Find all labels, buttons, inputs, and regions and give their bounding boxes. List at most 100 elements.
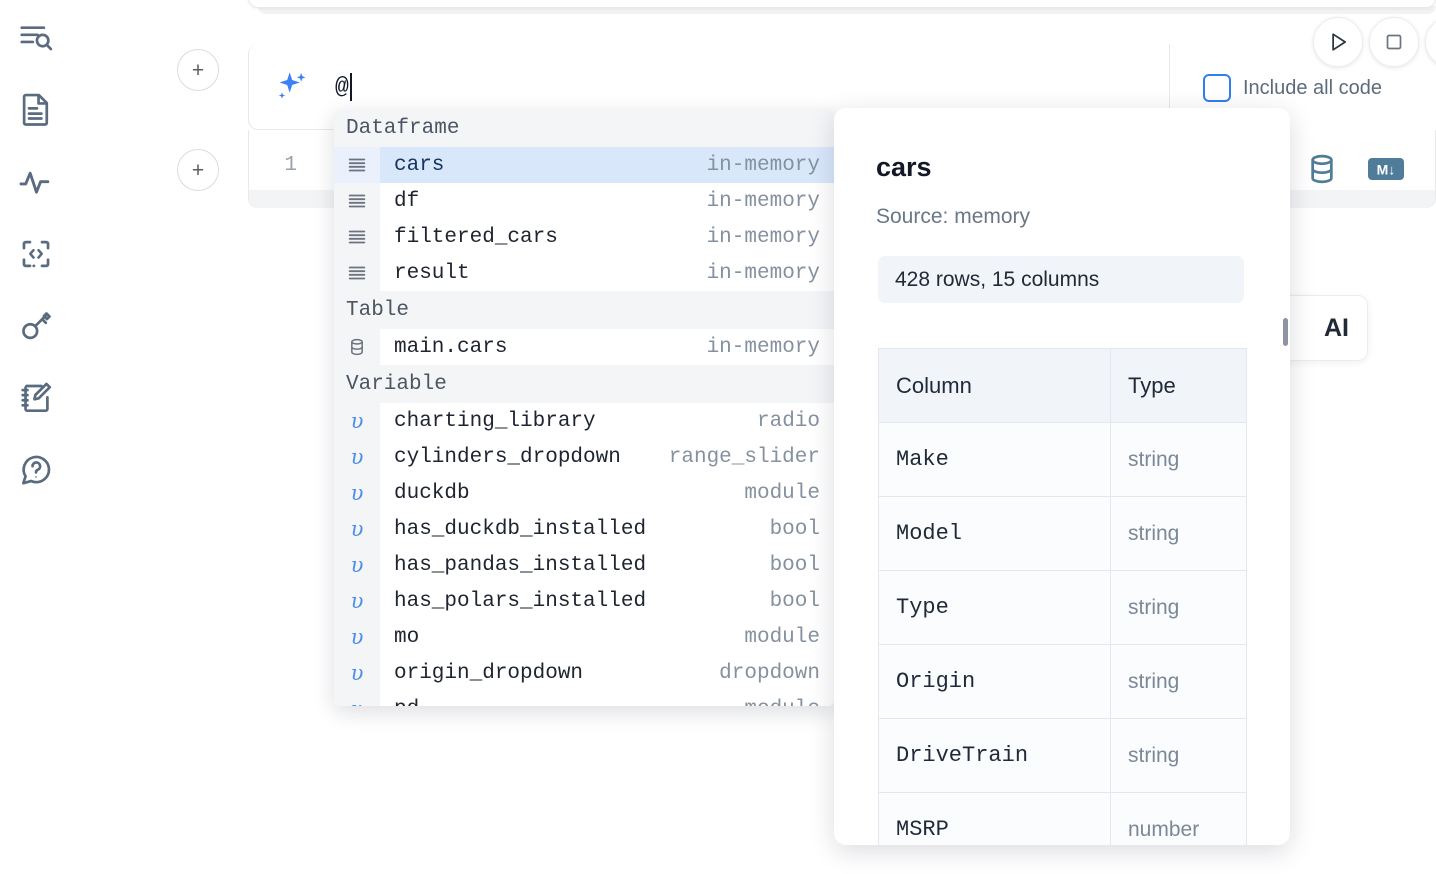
autocomplete-item-name: has_polars_installed [394,589,647,613]
code-snippet-icon[interactable] [12,230,60,278]
autocomplete-item-kind: bool [769,517,820,541]
add-cell-button-bottom[interactable]: + [177,149,219,191]
info-shape-badge: 428 rows, 15 columns [878,256,1244,303]
autocomplete-item-name: df [394,189,420,213]
run-button[interactable] [1313,17,1363,67]
column-type: number [1110,792,1247,845]
search-outline-icon[interactable] [12,14,60,62]
overflow-button[interactable] [1425,17,1436,67]
stop-button[interactable] [1369,17,1419,67]
info-title: cars [876,152,932,182]
autocomplete-item[interactable]: cars in-memory [334,147,834,183]
sparkle-icon [271,68,311,113]
autocomplete-item-name: duckdb [394,481,470,505]
column-header: Column [878,348,1111,423]
autocomplete-item-kind: module [744,481,820,505]
variable-icon: υ [334,475,380,511]
autocomplete-item-kind: in-memory [706,335,820,359]
completion-info-panel: cars Source: memory 428 rows, 15 columns… [834,108,1290,845]
info-source: Source: memory [876,205,1031,228]
autocomplete-item-name: filtered_cars [394,225,558,249]
autocomplete-item-name: pd [380,698,419,707]
column-name: Type [878,570,1111,645]
add-cell-button-top[interactable]: + [177,49,219,91]
type-header: Type [1110,348,1247,423]
include-all-code-row[interactable]: Include all code [1203,74,1382,102]
dataframe-icon [334,147,380,183]
autocomplete-item-name: has_pandas_installed [394,553,647,577]
markdown-icon[interactable]: M↓ [1367,156,1405,187]
autocomplete-group-header: Dataframe [334,109,834,147]
line-number: 1 [284,154,297,177]
notebook-edit-icon[interactable] [12,374,60,422]
autocomplete-item-kind: module [744,698,834,707]
autocomplete-item-kind: radio [756,409,820,433]
key-icon[interactable] [12,302,60,350]
dataframe-icon [334,183,380,219]
ai-prompt-input[interactable]: @ [335,70,1135,104]
ai-prompt-value: @ [335,74,349,100]
info-panel-scrollbar[interactable] [1283,318,1288,346]
variable-icon: υ [334,619,380,655]
column-name: Model [878,496,1111,571]
autocomplete-item-name: cylinders_dropdown [394,445,621,469]
left-icon-rail [0,0,72,874]
database-icon [334,329,380,365]
autocomplete-item-name: cars [394,153,445,177]
column-name: DriveTrain [878,718,1111,793]
include-all-code-checkbox[interactable] [1203,74,1231,102]
autocomplete-item-name: main.cars [394,335,508,359]
autocomplete-item-name: origin_dropdown [394,661,584,685]
autocomplete-item[interactable]: υpd module [334,691,834,706]
autocomplete-item[interactable]: υ cylinders_dropdown range_slider [334,439,834,475]
variable-icon: υ [334,439,380,475]
column-name: MSRP [878,792,1111,845]
autocomplete-item-kind: in-memory [706,153,820,177]
autocomplete-item[interactable]: main.cars in-memory [334,329,834,365]
cell-above [248,0,1436,8]
svg-text:M↓: M↓ [1377,162,1396,178]
document-icon[interactable] [12,85,60,133]
column-type: string [1110,644,1247,719]
variable-icon: υ [334,691,380,706]
autocomplete-item-kind: bool [769,553,820,577]
variable-icon: υ [334,511,380,547]
autocomplete-item-name: charting_library [394,409,596,433]
autocomplete-group-header: Variable [334,365,834,403]
dataframe-icon [334,255,380,291]
autocomplete-item[interactable]: υ has_duckdb_installed bool [334,511,834,547]
autocomplete-item-name: has_duckdb_installed [394,517,647,541]
database-icon[interactable] [1305,152,1339,191]
text-caret [349,73,352,101]
add-cell-label: + [191,158,205,182]
include-all-code-label: Include all code [1243,76,1382,99]
column-type: string [1110,496,1247,571]
autocomplete-item-name: mo [394,625,420,649]
dataframe-icon [334,219,380,255]
autocomplete-item-kind: bool [769,589,820,613]
column-type: string [1110,718,1247,793]
activity-pulse-icon[interactable] [12,158,60,206]
column-name: Origin [878,644,1111,719]
help-chat-icon[interactable] [12,446,60,494]
autocomplete-item-kind: range_slider [668,445,820,469]
autocomplete-item-kind: in-memory [706,261,820,285]
column-name: Make [878,422,1111,497]
variable-icon: υ [334,655,380,691]
